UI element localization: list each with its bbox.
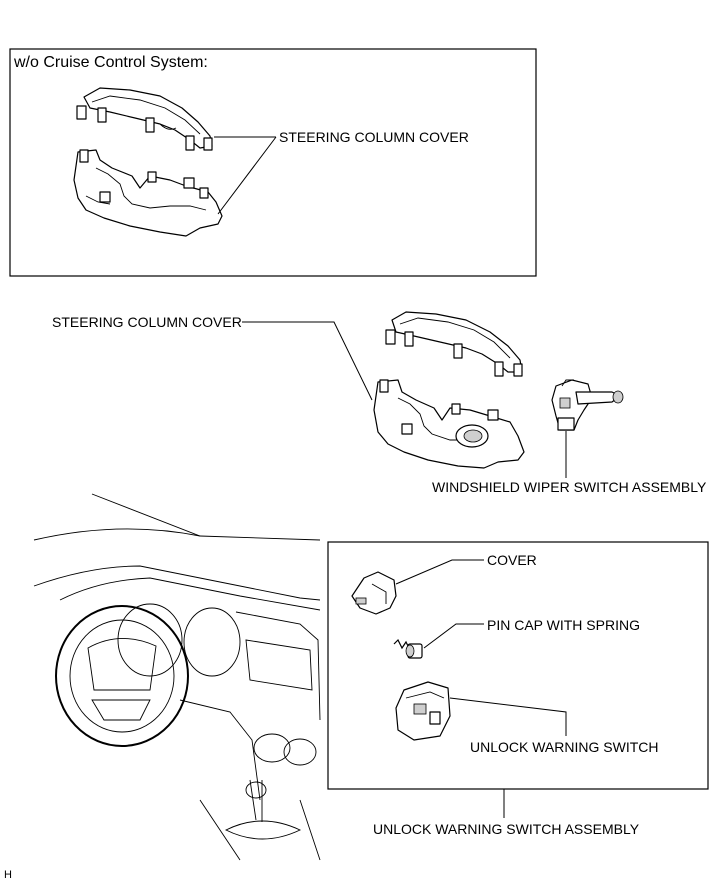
upper-steering-column-cover xyxy=(385,311,523,377)
unlock-warning-switch-assembly-label: UNLOCK WARNING SWITCH ASSEMBLY xyxy=(373,821,640,837)
cover-leader xyxy=(395,559,484,585)
inset-title: w/o Cruise Control System: xyxy=(13,54,208,71)
pin-cap-with-spring-label: PIN CAP WITH SPRING xyxy=(487,617,640,633)
inset-steering-column-cover-label: STEERING COLUMN COVER xyxy=(279,129,469,145)
unlock-warning-switch-label: UNLOCK WARNING SWITCH xyxy=(470,739,658,755)
unlock-warning-switch-part xyxy=(395,681,451,741)
lower-steering-column-cover xyxy=(373,379,525,469)
steering-column-cover-label: STEERING COLUMN COVER xyxy=(52,314,242,330)
corner-mark: H xyxy=(4,869,12,881)
windshield-wiper-switch-assembly-label: WINDSHIELD WIPER SWITCH ASSEMBLY xyxy=(432,479,707,495)
inset-steering-column-cover-leader xyxy=(214,136,277,215)
windshield-wiper-switch-assembly xyxy=(551,379,624,431)
inset-panel: w/o Cruise Control System: STEERING COLU… xyxy=(9,48,537,277)
pin-cap-with-spring-part xyxy=(393,638,423,659)
cover-part xyxy=(351,571,397,615)
unlock-warning-switch-leader xyxy=(449,697,567,736)
dashboard-illustration xyxy=(33,493,321,861)
inset-lower-cover xyxy=(73,149,223,237)
inset-border xyxy=(9,48,537,277)
steering-column-cover-leader xyxy=(242,321,373,401)
inset-upper-cover xyxy=(76,87,213,151)
cover-label: COVER xyxy=(487,552,537,568)
unlock-warning-border xyxy=(327,541,709,790)
unlock-warning-panel: COVER PIN CAP WITH SPRING UNLOCK WARNING… xyxy=(327,541,709,818)
middle-section: STEERING COLUMN COVER xyxy=(52,311,707,495)
pin-cap-leader xyxy=(423,623,484,649)
